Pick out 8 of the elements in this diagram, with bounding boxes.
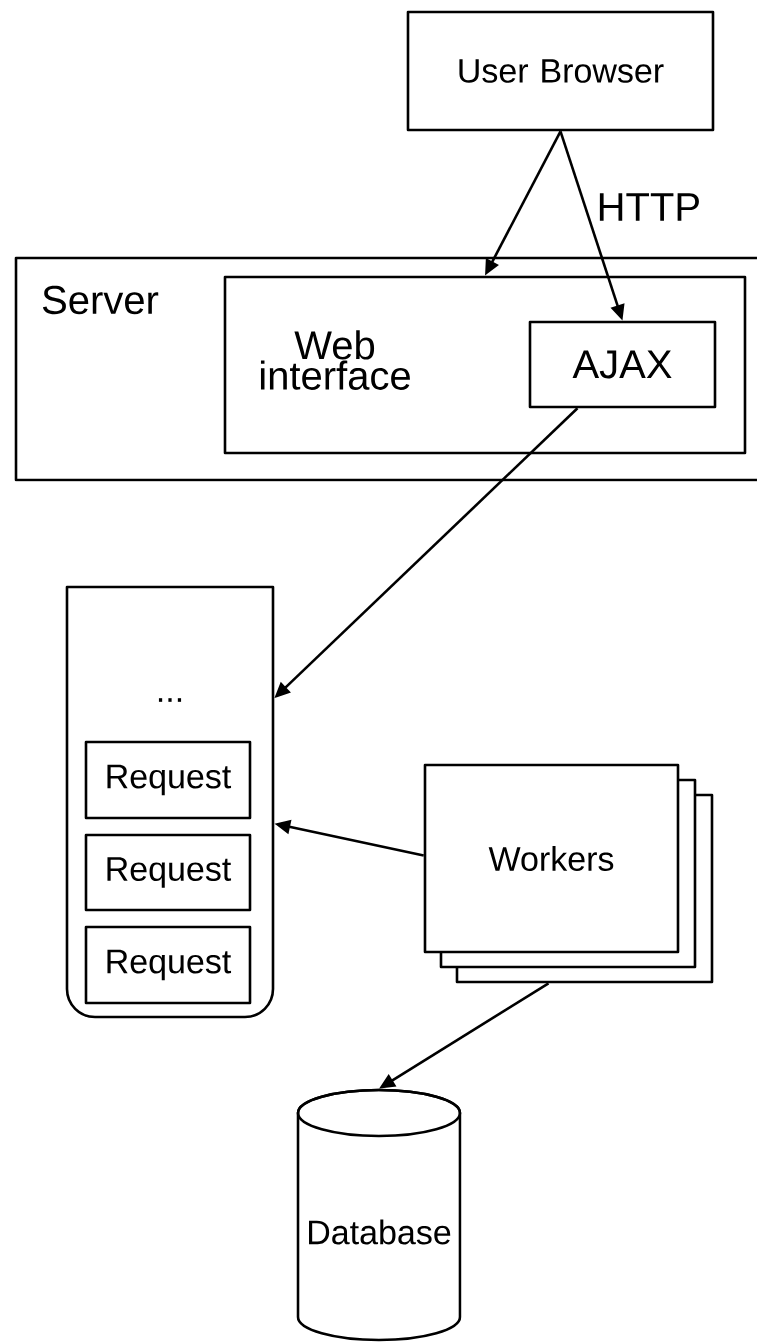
ajax-box: AJAX [528,320,717,409]
request-box: Request [84,740,252,820]
request-box: Request [84,925,252,1005]
request-box: Request [84,833,252,912]
workers-stack: Workers [423,763,714,984]
database-cylinder: Database [296,1088,462,1342]
edge-label: HTTP [594,191,704,223]
browser-box: User Browser [406,10,715,132]
